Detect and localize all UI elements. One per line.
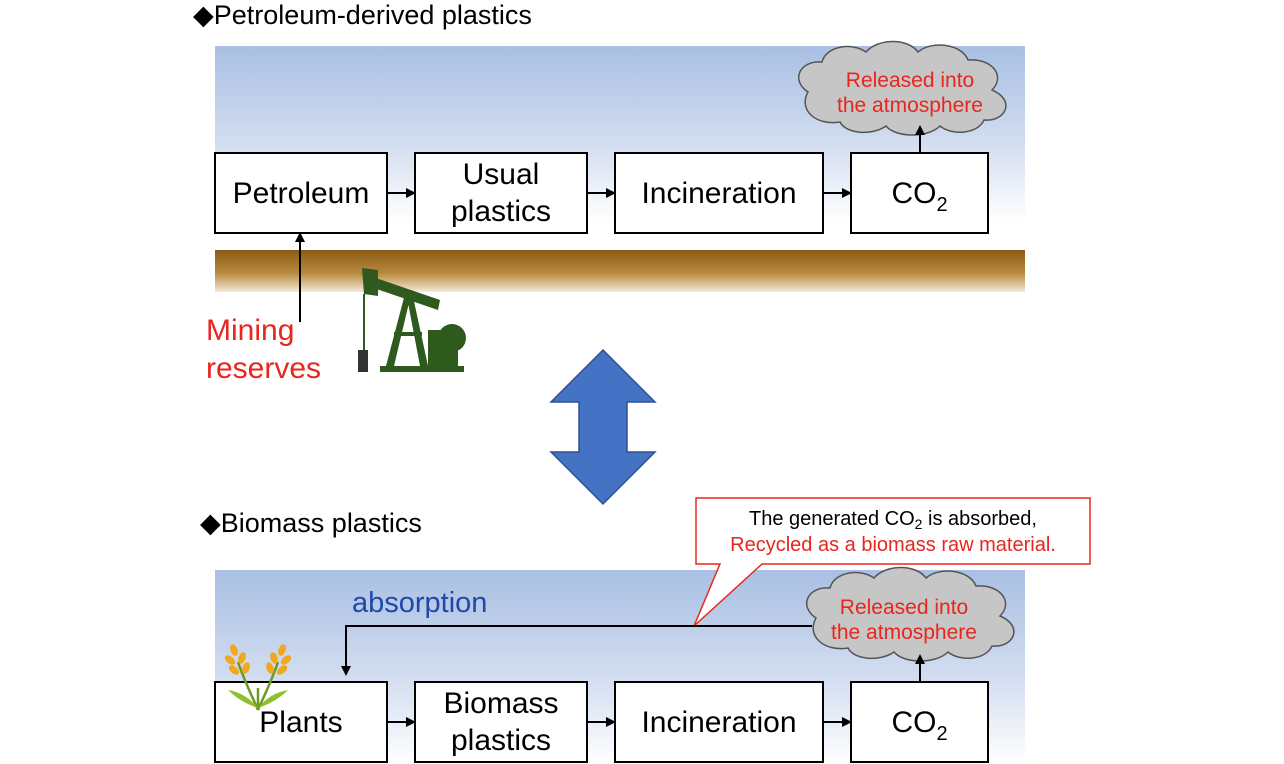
- plants-label: Plants: [259, 705, 343, 739]
- callout-line1: The generated CO2 is absorbed,: [749, 508, 1037, 532]
- usual-plastics-label-line1: Usual: [462, 158, 540, 191]
- cloud-icon-top: [797, 40, 1007, 136]
- petroleum-label: Petroleum: [232, 176, 370, 210]
- ground-layer: [215, 250, 1025, 292]
- absorption-label: absorption: [352, 587, 488, 619]
- petroleum-section-title: ◆Petroleum-derived plastics: [193, 0, 532, 30]
- callout-text: The generated CO2 is absorbed, Recycled …: [696, 506, 1090, 558]
- callout-shape: [693, 497, 1091, 627]
- cloud-text-bottom-line2: the atmosphere: [831, 621, 977, 644]
- double-arrow-icon: [549, 348, 657, 506]
- cloud-text-top: Released into the atmosphere: [812, 68, 1008, 118]
- usual-plastics-label-line2: plastics: [450, 195, 552, 228]
- biomass-plastics-label-line1: Biomass: [443, 687, 559, 720]
- wheat-icon: [224, 644, 292, 711]
- co2-label-top: CO2: [891, 176, 948, 216]
- cloud-text-top-line1: Released into: [845, 69, 975, 92]
- cloud-text-top-line2: the atmosphere: [837, 94, 983, 117]
- mining-label-line2: reserves: [206, 352, 322, 385]
- mining-reserves-label: Mining reserves: [206, 312, 321, 388]
- incineration-label-top: Incineration: [641, 176, 797, 210]
- callout-line2: Recycled as a biomass raw material.: [730, 534, 1056, 556]
- incineration-box-top: Incineration: [614, 152, 824, 234]
- incineration-label-bottom: Incineration: [641, 705, 797, 739]
- petroleum-box: Petroleum: [214, 152, 388, 234]
- co2-box-bottom: CO2: [850, 681, 989, 763]
- co2-box-top: CO2: [850, 152, 989, 234]
- cloud-icon-bottom: [805, 566, 1015, 662]
- oil-pumpjack-icon: [358, 268, 466, 372]
- cloud-text-bottom-line1: Released into: [839, 596, 969, 619]
- plants-box: Plants: [214, 681, 388, 763]
- biomass-plastics-box: Biomass plastics: [414, 681, 588, 763]
- arrow-absorption-loop: [341, 625, 812, 676]
- co2-label-bottom: CO2: [891, 705, 948, 745]
- mining-label-line1: Mining: [206, 314, 295, 347]
- usual-plastics-box: Usual plastics: [414, 152, 588, 234]
- biomass-plastics-label-line2: plastics: [450, 724, 552, 757]
- cloud-text-bottom: Released into the atmosphere: [806, 595, 1002, 645]
- incineration-box-bottom: Incineration: [614, 681, 824, 763]
- biomass-section-title: ◆Biomass plastics: [200, 508, 422, 538]
